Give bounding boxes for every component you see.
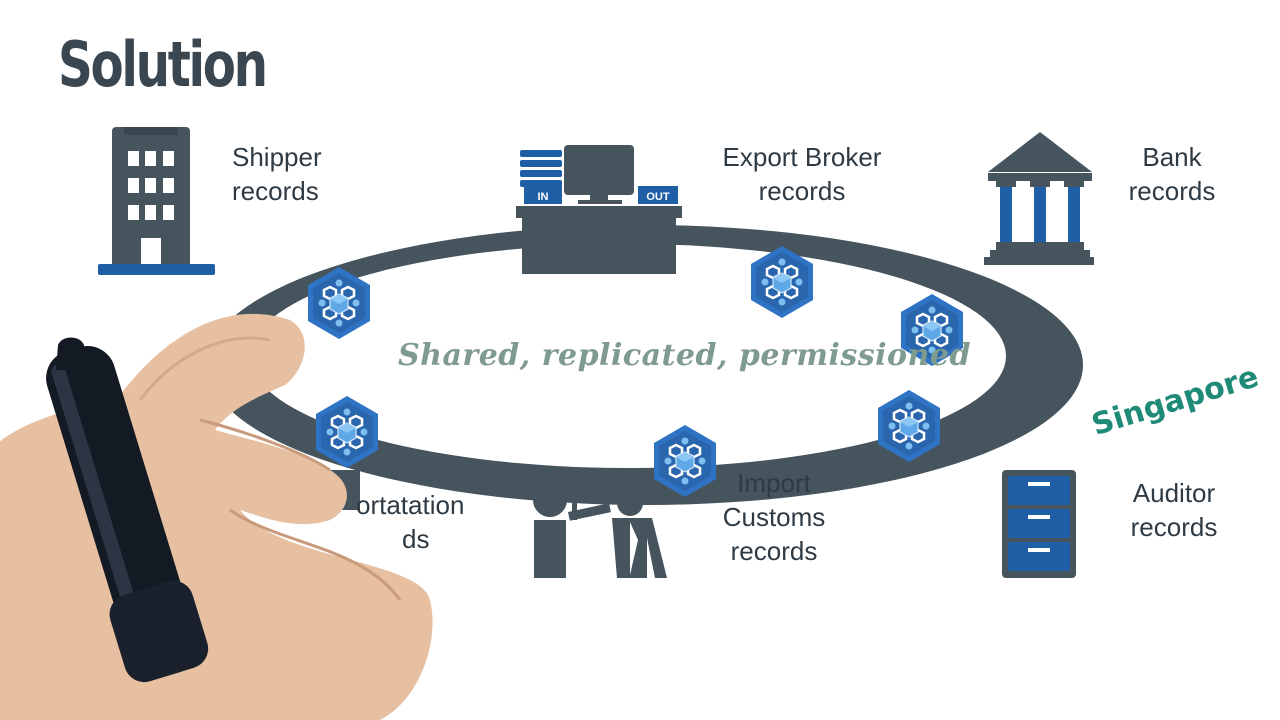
label-line: Bank — [1142, 142, 1202, 172]
auditor-records-label: Auditor records — [1124, 476, 1224, 544]
out-tray-label: OUT — [646, 191, 670, 203]
label-line: Import — [737, 468, 811, 498]
hand-with-marker — [0, 313, 433, 720]
ledger-caption: Shared, replicated, permissioned — [398, 338, 971, 373]
label-line: Auditor — [1132, 478, 1216, 508]
label-line: ortatation — [356, 490, 465, 520]
ledger-ring — [207, 225, 1083, 505]
label-line: records — [1128, 176, 1216, 206]
bank-records-label: Bank records — [1124, 140, 1220, 208]
export-broker-records-label: Export Broker records — [716, 140, 888, 208]
label-line: records — [758, 176, 846, 206]
label-line: Export Broker — [722, 142, 882, 172]
label-line: Shipper — [232, 142, 322, 172]
transportation-records-label: ortatation ds — [356, 488, 486, 556]
bank-icon — [984, 132, 1094, 265]
office-building-icon — [98, 127, 215, 275]
in-tray-label: IN — [538, 191, 549, 203]
label-line: records — [1130, 512, 1218, 542]
filing-cabinet-icon — [1002, 470, 1076, 578]
customs-officer-icon — [533, 480, 667, 578]
slide-title: Solution — [58, 28, 268, 101]
label-line: Customs — [722, 502, 826, 532]
import-customs-records-label: Import Customs records — [718, 466, 830, 568]
label-line: ds — [402, 524, 430, 554]
label-line: records — [730, 536, 818, 566]
shipper-records-label: Shipper records — [232, 140, 322, 208]
label-line: records — [232, 176, 319, 206]
broker-desk-icon — [516, 145, 682, 274]
